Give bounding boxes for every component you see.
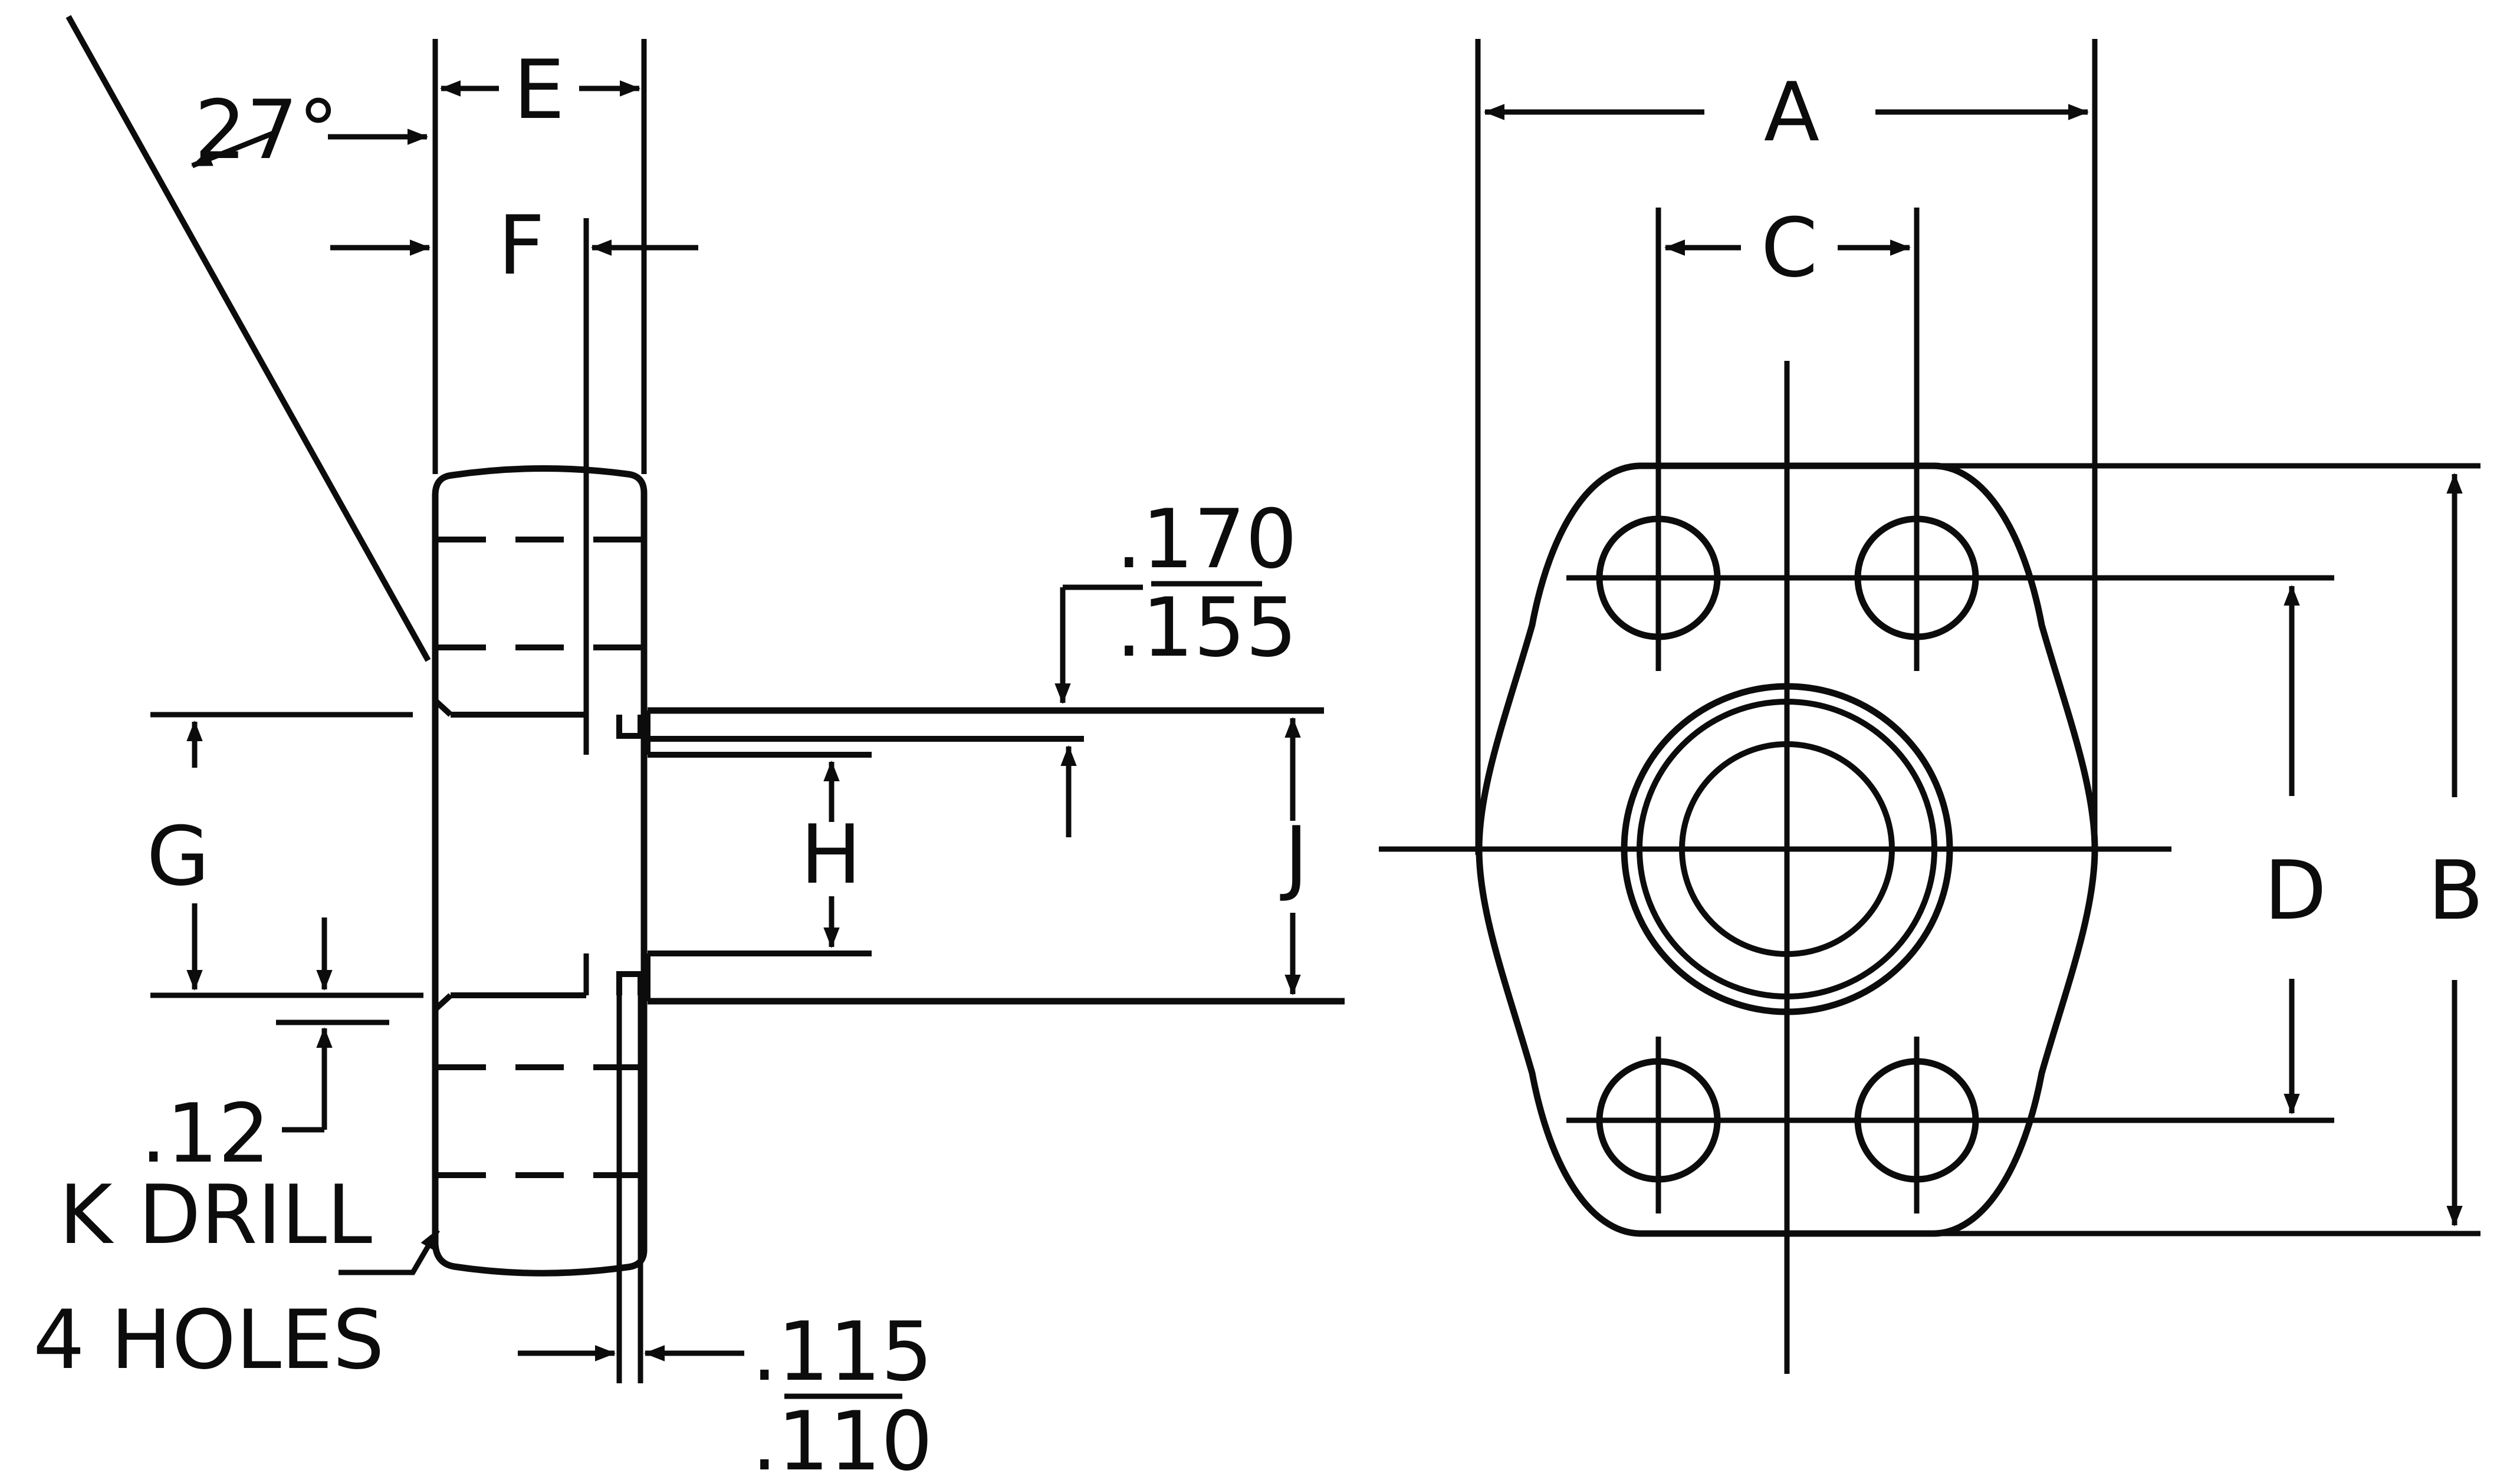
dim-d: D bbox=[2264, 584, 2327, 1115]
dim-a-label: A bbox=[1764, 65, 1819, 160]
drill-note-line1: K DRILL bbox=[59, 1167, 372, 1262]
dim-a: A bbox=[1475, 39, 2098, 855]
dim-lip-min-label: .155 bbox=[1116, 580, 1297, 675]
dim-j: J bbox=[1280, 716, 1309, 996]
dim-lip: .170 .155 bbox=[1054, 492, 1297, 837]
dim-c-label: C bbox=[1761, 200, 1818, 295]
dim-b-label: B bbox=[2428, 843, 2484, 938]
drill-note: K DRILL 4 HOLES bbox=[33, 1167, 440, 1387]
dim-step-12: .12 bbox=[140, 917, 389, 1181]
side-section-view: E F 27° G .12 bbox=[33, 15, 1345, 1480]
dim-c: C bbox=[1664, 200, 1911, 295]
dim-wall-min-label: .110 bbox=[751, 1394, 932, 1480]
dim-step-label: .12 bbox=[140, 1086, 270, 1181]
dim-g-label: G bbox=[147, 809, 210, 904]
dim-angle-27: 27° bbox=[191, 83, 429, 177]
dim-wall-max-label: .115 bbox=[751, 1304, 932, 1399]
angle-label: 27° bbox=[195, 83, 339, 177]
dim-wall: .115 .110 bbox=[518, 1304, 933, 1480]
hidden-bolt-hole-lines bbox=[438, 537, 642, 1178]
dim-b: B bbox=[1940, 463, 2484, 1236]
flange-section-outline bbox=[432, 465, 648, 1277]
socket-section-lines bbox=[434, 218, 643, 1383]
dim-h-label: H bbox=[800, 807, 862, 902]
dim-h: H bbox=[800, 760, 862, 949]
centerlines bbox=[1379, 208, 2334, 1374]
front-view: A C D B bbox=[1379, 39, 2483, 1374]
dim-lip-max-label: .170 bbox=[1116, 492, 1297, 587]
dim-j-label: J bbox=[1280, 809, 1309, 904]
dim-e: E bbox=[439, 42, 641, 137]
dim-g: G bbox=[147, 712, 423, 998]
dim-e-label: E bbox=[513, 42, 564, 137]
dim-f: F bbox=[330, 198, 698, 293]
drill-note-line2: 4 HOLES bbox=[33, 1292, 385, 1387]
chamfer-angle-line bbox=[65, 15, 431, 662]
tube-section-lines bbox=[645, 707, 1345, 1005]
top-extension-lines bbox=[432, 39, 647, 474]
dim-f-label: F bbox=[498, 198, 544, 293]
flange-front-outline bbox=[1476, 462, 2098, 1237]
dim-d-label: D bbox=[2264, 843, 2327, 938]
